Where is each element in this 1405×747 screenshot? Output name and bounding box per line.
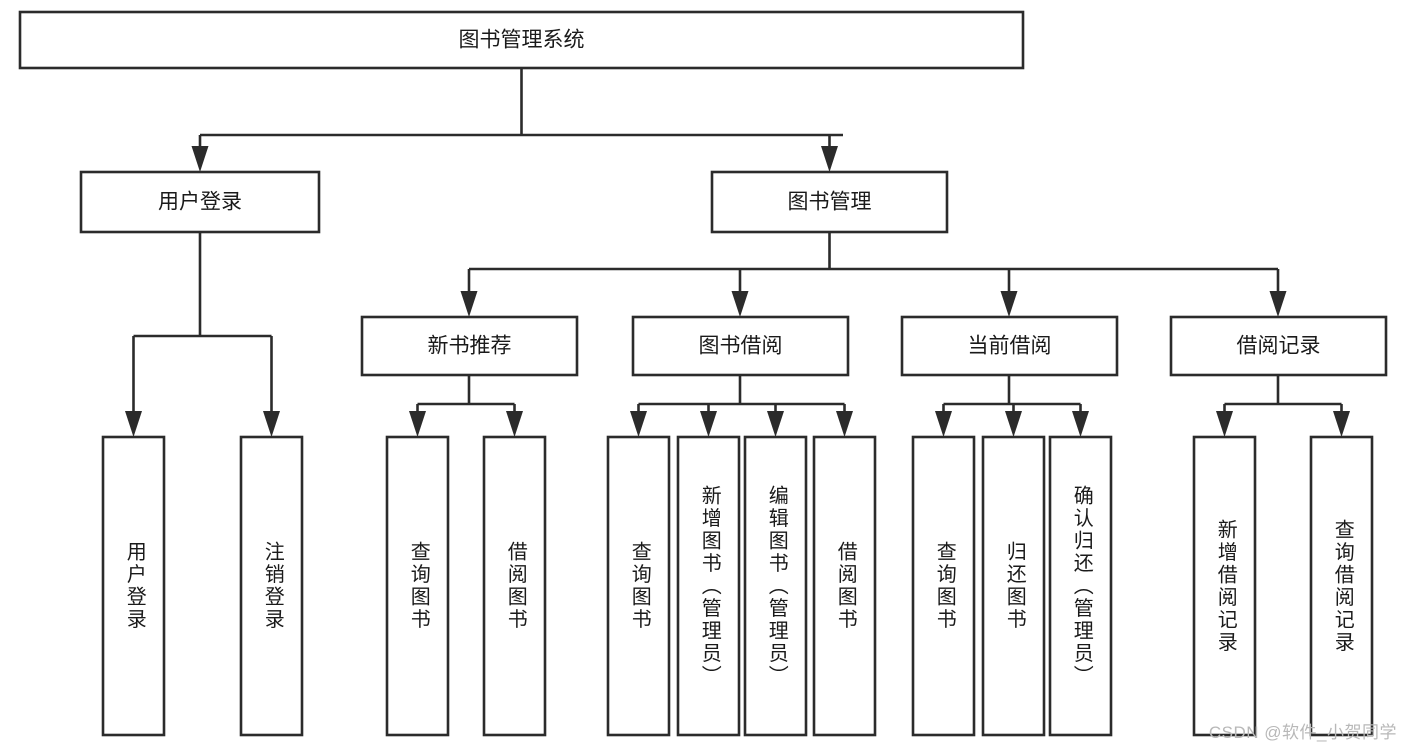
arrow-leaf-query-book-current-icon [935,411,952,437]
arrow-leaf-edit-book-icon [767,411,784,437]
arrow-user-login-icon [191,146,209,172]
node-box-leaf-query-book-rec[interactable] [385,435,450,737]
node-box-leaf-user-login[interactable] [101,435,166,737]
watermark: CSDN @软件_小贺同学 [1208,723,1397,742]
node-box-leaf-add-record[interactable] [1192,435,1257,737]
arrow-leaf-user-login-icon [125,411,142,437]
node-box-leaf-edit-book[interactable] [743,435,808,737]
node-box-borrow-record[interactable] [1169,315,1388,377]
arrow-leaf-borrow-book-rec-icon [506,411,523,437]
node-box-leaf-borrow-book-rec[interactable] [482,435,547,737]
node-label-user-login: 用户登录 [158,191,242,214]
node-box-root[interactable] [18,10,1025,70]
node-box-leaf-return-book[interactable] [981,435,1046,737]
node-box-leaf-logout[interactable] [239,435,304,737]
arrow-leaf-add-book-icon [700,411,717,437]
node-box-user-login[interactable] [79,170,321,234]
arrow-leaf-logout-icon [263,411,280,437]
node-box-book-borrow[interactable] [631,315,850,377]
arrow-book-borrow-icon [731,291,749,317]
node-box-leaf-query-record[interactable] [1309,435,1374,737]
node-label-book-borrow: 图书借阅 [699,335,783,358]
node-box-new-book-recommend[interactable] [360,315,579,377]
arrow-book-manage-icon [821,146,838,172]
arrow-leaf-query-book-borrow-icon [630,411,647,437]
arrow-leaf-confirm-return-icon [1072,411,1089,437]
arrow-heads-layer [125,146,1350,437]
arrow-borrow-record-icon [1269,291,1287,317]
node-box-leaf-query-book-borrow[interactable] [606,435,671,737]
node-label-borrow-record: 借阅记录 [1237,335,1321,358]
node-box-leaf-add-book[interactable] [676,435,741,737]
node-label-book-manage: 图书管理 [788,191,872,214]
node-label-current-borrow: 当前借阅 [968,335,1052,358]
arrow-leaf-add-record-icon [1216,411,1233,437]
arrow-leaf-borrow-book-icon [836,411,853,437]
node-box-current-borrow[interactable] [900,315,1119,377]
arrow-leaf-query-book-rec-icon [409,411,426,437]
node-box-leaf-query-book-current[interactable] [911,435,976,737]
node-label-root: 图书管理系统 [459,29,585,52]
arrow-leaf-query-record-icon [1333,411,1350,437]
node-box-book-manage[interactable] [710,170,949,234]
arrow-new-book-recommend-icon [460,291,478,317]
node-box-leaf-borrow-book[interactable] [812,435,877,737]
arrow-current-borrow-icon [1000,291,1018,317]
node-label-new-book-recommend: 新书推荐 [428,335,512,358]
arrow-leaf-return-book-icon [1005,411,1022,437]
node-box-leaf-confirm-return[interactable] [1048,435,1113,737]
